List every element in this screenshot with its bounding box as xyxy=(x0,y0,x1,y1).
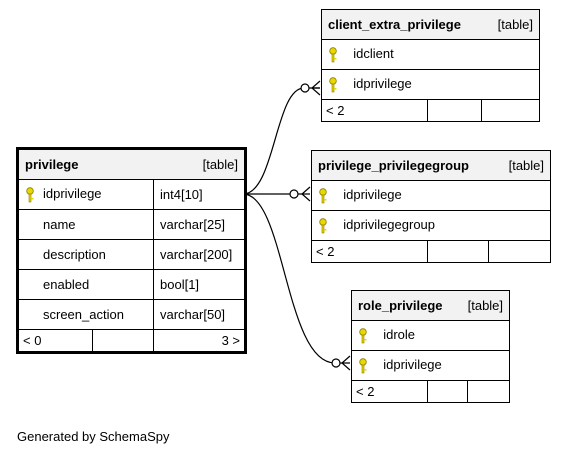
key-icon xyxy=(25,187,39,203)
table-kind: [table] xyxy=(497,17,534,32)
column-name: idprivilege xyxy=(343,187,402,203)
column-row[interactable]: idclient xyxy=(320,39,541,70)
parents-count[interactable]: < 0 xyxy=(17,329,93,353)
edge-optional-marker xyxy=(331,358,341,368)
column-row[interactable]: idprivilege xyxy=(310,180,552,211)
column-row[interactable]: screen_action varchar[50] xyxy=(17,299,247,330)
column-row[interactable]: description varchar[200] xyxy=(17,239,247,270)
parents-count[interactable]: < 2 xyxy=(311,240,428,263)
edge-optional-marker xyxy=(300,83,310,93)
column-row[interactable]: idprivilege int4[10] xyxy=(17,179,247,210)
column-row[interactable]: idprivilege xyxy=(350,350,511,381)
column-name: description xyxy=(43,247,106,262)
parents-count[interactable]: < 2 xyxy=(351,380,428,403)
parents-count[interactable]: < 2 xyxy=(321,99,428,122)
table-footer: < 2 xyxy=(321,99,541,122)
column-name: idprivilege xyxy=(383,357,442,373)
column-row[interactable]: name varchar[25] xyxy=(17,209,247,240)
children-count[interactable]: 3 > xyxy=(152,329,247,353)
table-privilege-privilegegroup[interactable]: privilege_privilegegroup [table] idprivi… xyxy=(310,150,552,263)
edge-privilege-client-extra-privilege xyxy=(242,87,320,195)
column-type: varchar[25] xyxy=(152,209,247,240)
table-kind: [table] xyxy=(467,298,504,313)
column-name: idclient xyxy=(353,46,394,62)
table-name: privilege xyxy=(25,157,79,172)
column-name: idprivilege xyxy=(353,76,412,92)
generator-caption: Generated by SchemaSpy xyxy=(17,429,170,444)
edge-privilege-role-privilege xyxy=(242,193,350,364)
column-type: bool[1] xyxy=(152,269,247,300)
edge-optional-marker xyxy=(289,189,299,199)
table-header: client_extra_privilege [table] xyxy=(320,9,541,40)
column-row[interactable]: idprivilege xyxy=(320,69,541,100)
column-row[interactable]: idrole xyxy=(350,320,511,351)
table-role-privilege[interactable]: role_privilege [table] idrole idprivileg… xyxy=(350,290,511,403)
key-icon xyxy=(328,47,342,63)
table-name: client_extra_privilege xyxy=(328,17,461,32)
column-row[interactable]: idprivilegegroup xyxy=(310,210,552,241)
edge-crowsfoot xyxy=(311,80,321,96)
table-kind: [table] xyxy=(508,158,545,173)
column-type: varchar[200] xyxy=(152,239,247,270)
table-name: role_privilege xyxy=(358,298,443,313)
table-client-extra-privilege[interactable]: client_extra_privilege [table] idclient … xyxy=(320,9,541,122)
column-name: screen_action xyxy=(43,307,124,322)
column-row[interactable]: enabled bool[1] xyxy=(17,269,247,300)
table-name: privilege_privilegegroup xyxy=(318,158,469,173)
column-name: idrole xyxy=(383,327,416,343)
column-type: varchar[50] xyxy=(152,299,247,330)
table-header: role_privilege [table] xyxy=(350,290,511,321)
column-name: enabled xyxy=(43,277,90,292)
key-icon xyxy=(328,77,342,93)
edge-crowsfoot xyxy=(341,355,351,371)
column-name: name xyxy=(43,217,76,232)
table-header: privilege [table] xyxy=(16,148,247,180)
column-name: idprivilegegroup xyxy=(343,217,436,233)
key-icon xyxy=(318,188,332,204)
key-icon xyxy=(318,218,332,234)
table-kind: [table] xyxy=(202,157,239,172)
table-header: privilege_privilegegroup [table] xyxy=(310,150,552,181)
key-icon xyxy=(358,328,372,344)
column-type: int4[10] xyxy=(152,179,247,210)
key-icon xyxy=(358,358,372,374)
table-footer: < 0 3 > xyxy=(17,329,247,353)
table-footer: < 2 xyxy=(351,380,511,403)
table-footer: < 2 xyxy=(311,240,552,263)
edge-crowsfoot xyxy=(301,186,311,202)
column-name: idprivilege xyxy=(43,186,102,202)
table-privilege[interactable]: privilege [table] idprivilege int4[10] n… xyxy=(16,147,248,354)
